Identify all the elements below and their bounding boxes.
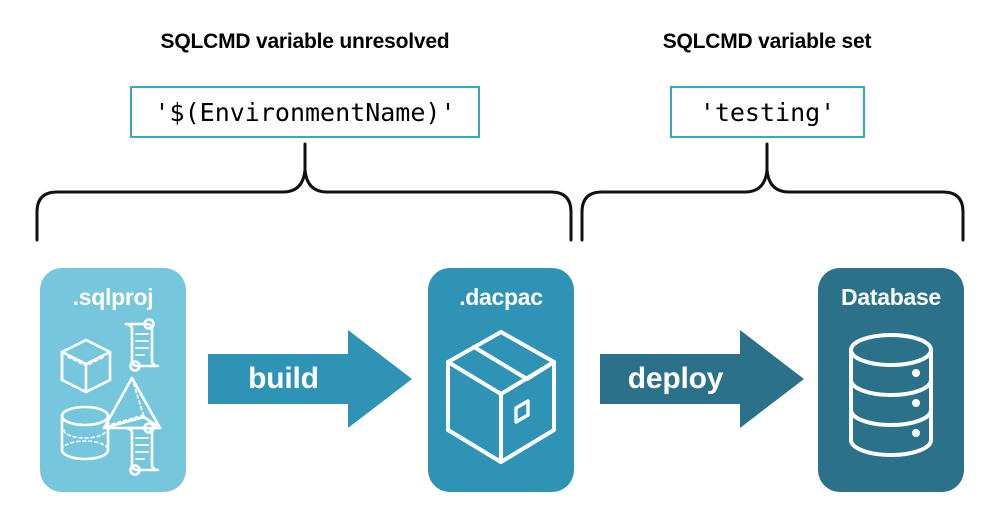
package-box-icon — [446, 330, 556, 464]
arrow-build: build — [208, 330, 412, 428]
dacpac-artwork — [446, 330, 556, 464]
database-cylinder-icon — [849, 333, 933, 457]
pyramid-wireframe-icon — [102, 376, 162, 430]
stage-box-database: Database — [818, 268, 964, 492]
scroll-icon — [124, 318, 160, 372]
stage-box-sqlproj: .sqlproj — [40, 268, 186, 492]
stage-label-dacpac: .dacpac — [459, 284, 543, 310]
brace-left — [35, 142, 573, 242]
code-value-box-unresolved: '$(EnvironmentName)' — [130, 86, 480, 138]
section-heading-unresolved: SQLCMD variable unresolved — [160, 30, 450, 53]
arrow-build-shape — [208, 330, 412, 428]
arrow-deploy: deploy — [600, 330, 804, 428]
brace-connectors — [35, 142, 965, 242]
stage-box-dacpac: .dacpac — [428, 268, 574, 492]
section-heading-set: SQLCMD variable set — [662, 30, 872, 53]
sqlproj-artwork — [60, 318, 162, 476]
scroll-icon — [124, 422, 160, 476]
database-status-dots — [912, 369, 920, 437]
stage-label-database: Database — [841, 284, 941, 310]
stage-label-sqlproj: .sqlproj — [72, 284, 154, 310]
database-artwork — [849, 333, 933, 457]
cube-wireframe-icon — [60, 338, 112, 394]
brace-right — [580, 142, 965, 242]
code-value-box-set: 'testing' — [670, 86, 865, 138]
arrow-deploy-shape — [600, 330, 804, 428]
cylinder-wireframe-icon — [60, 405, 110, 461]
